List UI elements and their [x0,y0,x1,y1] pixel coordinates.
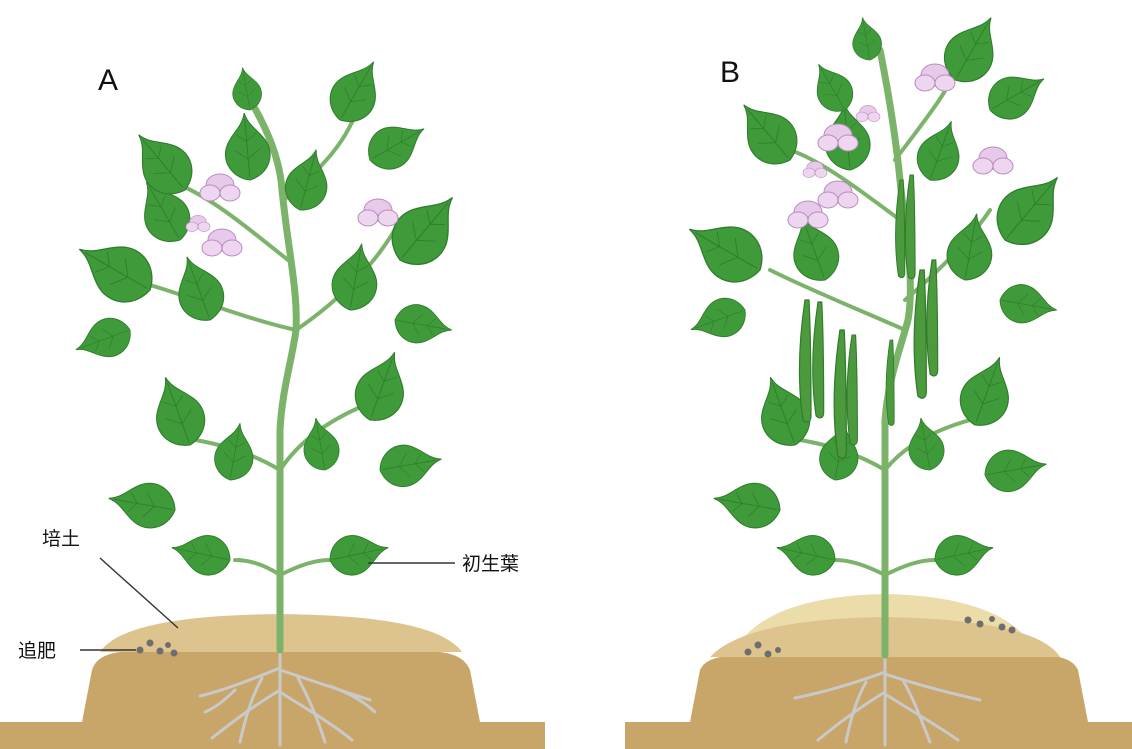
callout-fertilizer-label: 追肥 [18,640,56,662]
soil-a [0,651,545,749]
soil-b [625,655,1132,749]
callout-primary-leaf-label: 初生葉 [462,553,519,575]
callout-hilling: 培土 [42,528,178,628]
leaves-a [66,51,473,532]
panel-a: A [0,51,545,749]
panel-b: B [625,6,1132,749]
panel-label-a: A [98,64,118,97]
callout-hilling-label: 培土 [42,528,80,550]
callout-primary-leaf: 初生葉 [368,553,519,575]
panel-label-b: B [720,56,740,89]
